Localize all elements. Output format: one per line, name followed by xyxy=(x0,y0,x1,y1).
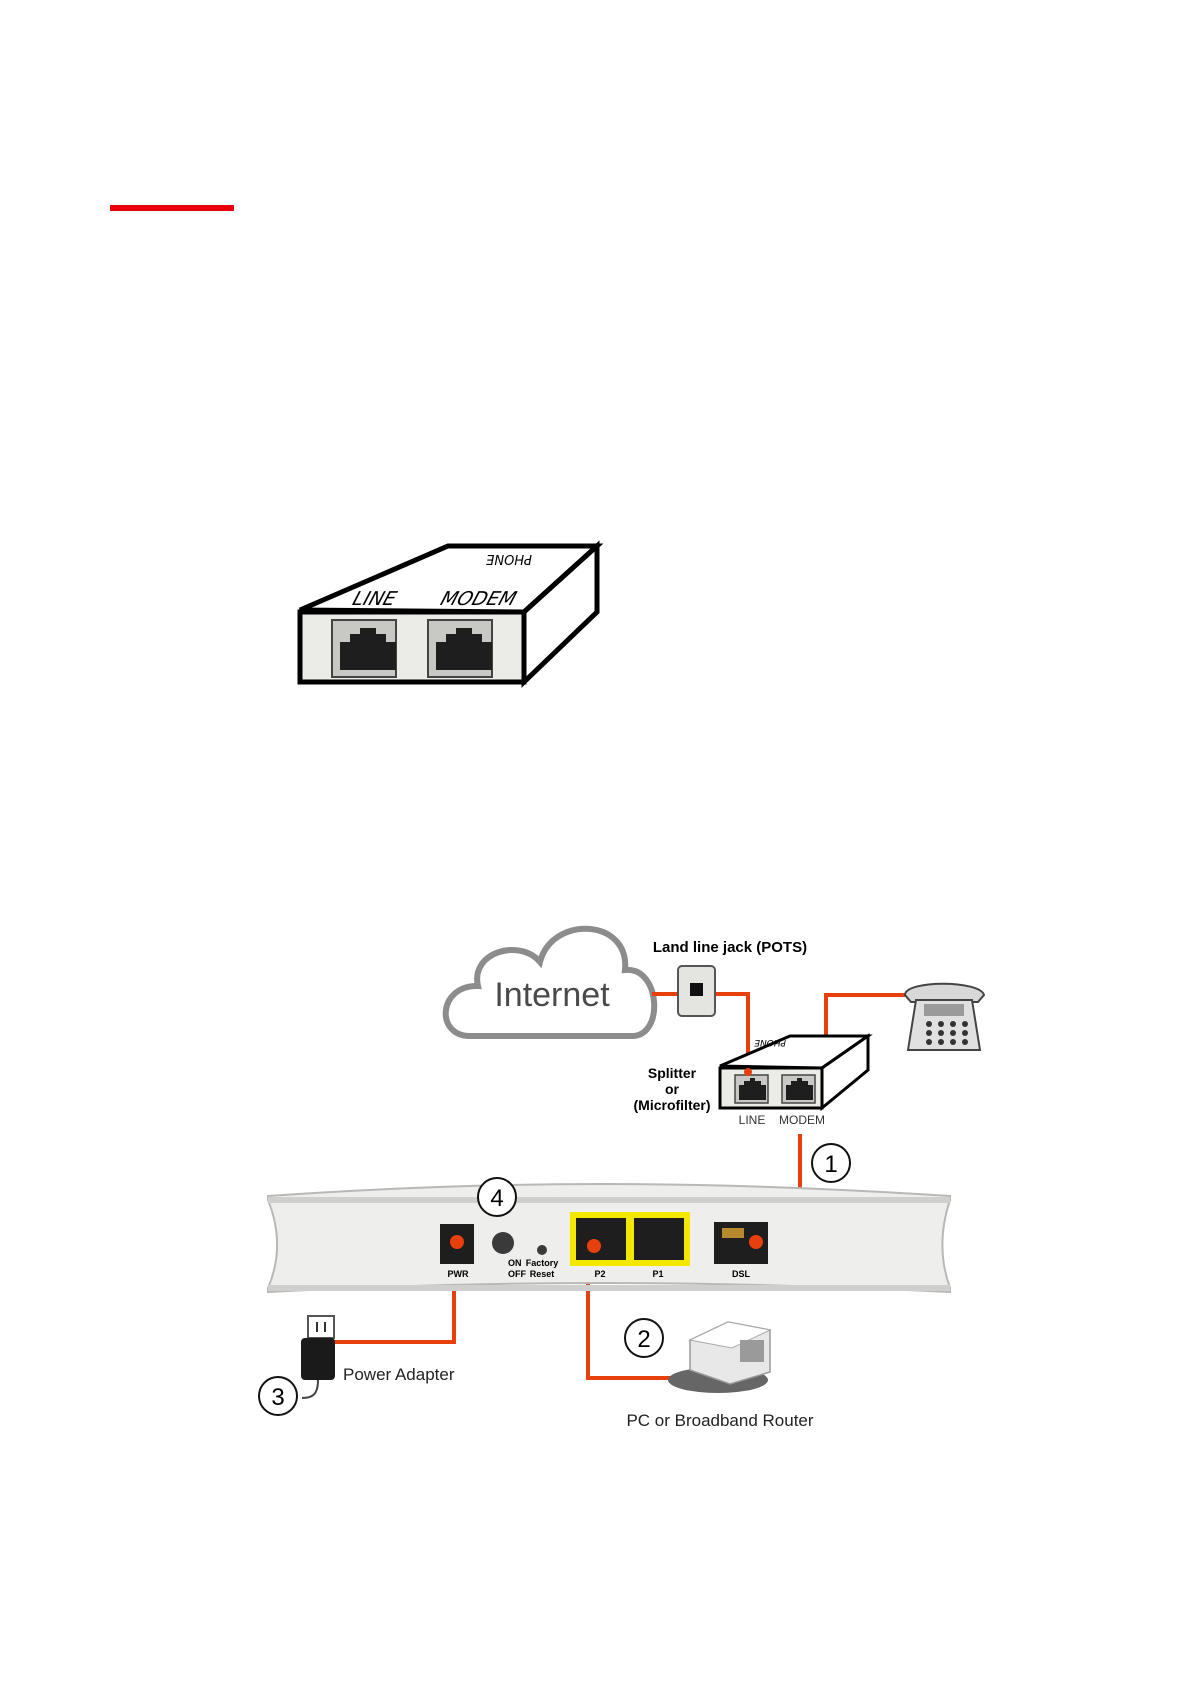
power-button xyxy=(492,1232,514,1254)
jack-label: Land line jack (POTS) xyxy=(653,939,807,956)
router-factory-label: Factory xyxy=(526,1258,559,1268)
splitter-caption-line-3: (Microfilter) xyxy=(634,1097,711,1113)
router-back-panel xyxy=(268,1184,950,1292)
telephone-icon xyxy=(905,984,984,1050)
splitter-label-phone: PHONE xyxy=(485,551,532,566)
splitter-figure: LINE MODEM PHONE xyxy=(300,546,597,682)
router-pwr-label: PWR xyxy=(448,1269,469,1279)
step-marker-4: 4 xyxy=(478,1178,516,1216)
splitter-modem-port xyxy=(428,620,492,677)
splitter-label-line: LINE xyxy=(350,587,400,609)
power-adapter-icon xyxy=(301,1316,335,1398)
splitter-caption-line-2: or xyxy=(665,1081,680,1097)
step-marker-2: 2 xyxy=(625,1319,663,1357)
step-4-label: 4 xyxy=(490,1185,503,1212)
small-splitter-modem-label: MODEM xyxy=(779,1113,825,1127)
small-splitter-phone-label: PHONE xyxy=(754,1037,786,1047)
power-adapter-label: Power Adapter xyxy=(343,1365,455,1384)
splitter-caption-line-1: Splitter xyxy=(648,1065,697,1081)
step-2-label: 2 xyxy=(637,1326,650,1353)
splitter-small: PHONE xyxy=(720,1036,868,1108)
step-1-label: 1 xyxy=(824,1151,837,1178)
factory-reset-button xyxy=(537,1245,547,1255)
splitter-line-plug xyxy=(744,1068,752,1076)
router-p2-label: P2 xyxy=(594,1269,605,1279)
step-3-label: 3 xyxy=(271,1384,284,1411)
pc-label: PC or Broadband Router xyxy=(626,1411,813,1430)
land-line-jack xyxy=(678,966,715,1016)
connection-diagram: Internet Land line jack (POTS) xyxy=(259,929,984,1430)
step-marker-3: 3 xyxy=(259,1377,297,1415)
router-on-label: ON xyxy=(508,1258,522,1268)
internet-label: Internet xyxy=(494,976,610,1014)
internet-cloud: Internet xyxy=(446,929,654,1036)
router-reset-label: Reset xyxy=(530,1269,555,1279)
lan-port-p2 xyxy=(576,1218,626,1260)
splitter-line-port xyxy=(332,620,396,677)
pc-icon xyxy=(668,1322,770,1393)
lan-port-p1 xyxy=(634,1218,684,1260)
router-off-label: OFF xyxy=(508,1269,526,1279)
small-splitter-line-label: LINE xyxy=(739,1113,766,1127)
step-marker-1: 1 xyxy=(812,1144,850,1182)
router-dsl-label: DSL xyxy=(732,1269,751,1279)
router-p1-label: P1 xyxy=(652,1269,663,1279)
splitter-label-modem: MODEM xyxy=(438,587,520,609)
cable-splitter-phone xyxy=(826,995,905,1036)
